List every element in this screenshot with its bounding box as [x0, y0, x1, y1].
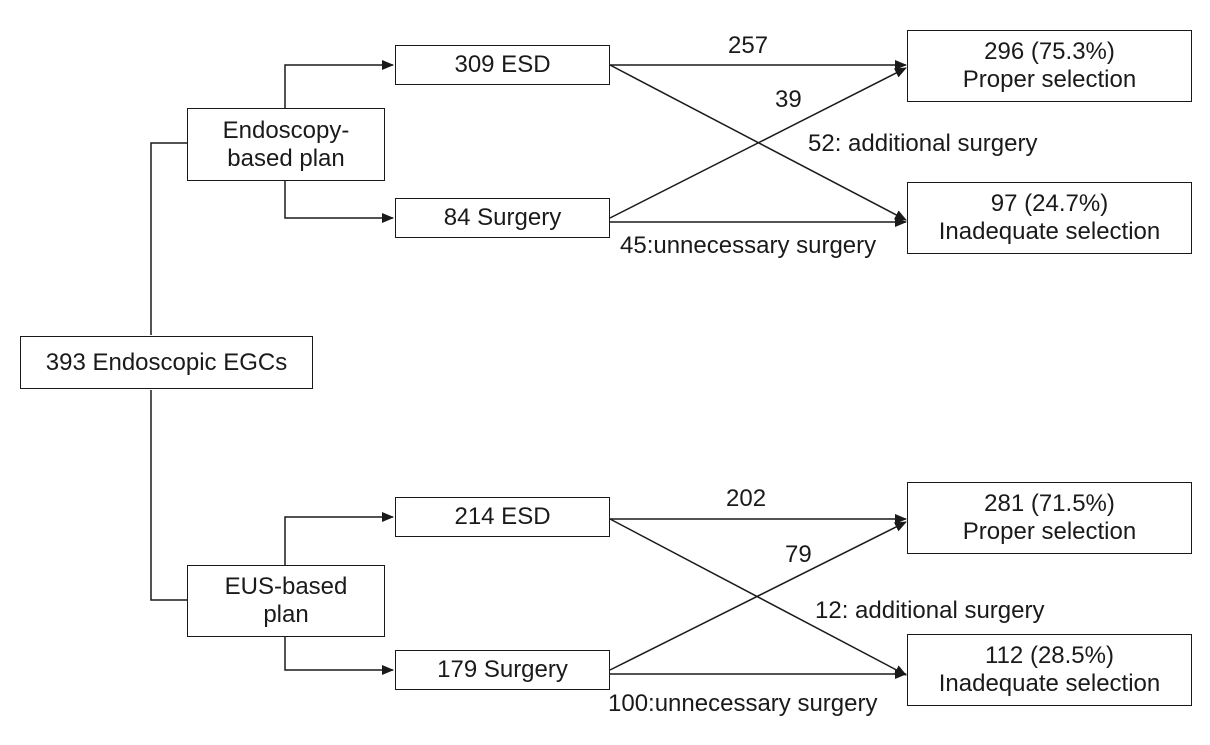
endoscopy-esd-label: 309 ESD: [454, 51, 551, 78]
eus-proper-node: 281 (71.5%) Proper selection: [907, 482, 1192, 554]
endoscopy-inadequate-label: Inadequate selection: [938, 218, 1161, 245]
endoscopy-inadequate-node: 97 (24.7%) Inadequate selection: [907, 182, 1192, 254]
eus-surgery-proper-arrow: [609, 521, 907, 671]
eus-surgery-label: 179 Surgery: [437, 656, 568, 683]
eus-esd-inadequate-arrow: [609, 518, 907, 676]
eus-proper-count: 281 (71.5%): [984, 490, 1115, 517]
endoscopy-esd-inadequate-count-label: 52: additional surgery: [808, 130, 1038, 157]
eus-to-surgery-arrow: [284, 636, 394, 675]
eus-esd-inadequate-count-label: 12: additional surgery: [815, 597, 1045, 624]
endoscopy-proper-label: Proper selection: [962, 66, 1137, 93]
endoscopy-proper-node: 296 (75.3%) Proper selection: [907, 30, 1192, 102]
endoscopy-plan-label-line1: Endoscopy-: [222, 116, 350, 144]
eus-surgery-node: 179 Surgery: [395, 650, 610, 690]
root-to-eus-connector: [150, 390, 187, 601]
root-to-endoscopy-connector: [150, 142, 187, 335]
root-label: 393 Endoscopic EGCs: [45, 348, 288, 376]
eus-esd-label: 214 ESD: [454, 503, 551, 530]
endoscopy-plan-node: Endoscopy- based plan: [187, 108, 385, 181]
eus-surgery-inadequate-count-label: 100:unnecessary surgery: [608, 690, 878, 717]
eus-proper-label: Proper selection: [962, 518, 1137, 545]
root-node: 393 Endoscopic EGCs: [20, 336, 313, 389]
endoscopy-to-esd-arrow: [284, 60, 394, 108]
endoscopy-proper-count: 296 (75.3%): [984, 38, 1115, 65]
endoscopy-esd-node: 309 ESD: [395, 45, 610, 85]
eus-esd-node: 214 ESD: [395, 497, 610, 537]
endoscopy-to-surgery-arrow: [284, 180, 394, 223]
eus-plan-label-line1: EUS-based: [224, 573, 348, 600]
eus-plan-label-line2: plan: [263, 601, 309, 628]
eus-surgery-proper-count-label: 79: [785, 541, 812, 568]
endoscopy-esd-proper-count-label: 257: [728, 32, 769, 59]
eus-to-esd-arrow: [284, 512, 394, 565]
eus-inadequate-label: Inadequate selection: [938, 670, 1161, 697]
eus-esd-proper-count-label: 202: [726, 485, 767, 512]
endoscopy-surgery-label: 84 Surgery: [443, 204, 562, 231]
endoscopy-surgery-inadequate-count-label: 45:unnecessary surgery: [620, 232, 877, 259]
endoscopy-surgery-proper-count-label: 39: [775, 86, 802, 113]
eus-inadequate-node: 112 (28.5%) Inadequate selection: [907, 634, 1192, 706]
eus-inadequate-count: 112 (28.5%): [985, 642, 1114, 669]
endoscopy-surgery-proper-arrow: [609, 67, 907, 219]
endoscopy-inadequate-count: 97 (24.7%): [990, 190, 1109, 217]
endoscopy-plan-label-line2: based plan: [227, 144, 345, 172]
eus-plan-node: EUS-based plan: [187, 565, 385, 637]
endoscopy-surgery-node: 84 Surgery: [395, 198, 610, 238]
